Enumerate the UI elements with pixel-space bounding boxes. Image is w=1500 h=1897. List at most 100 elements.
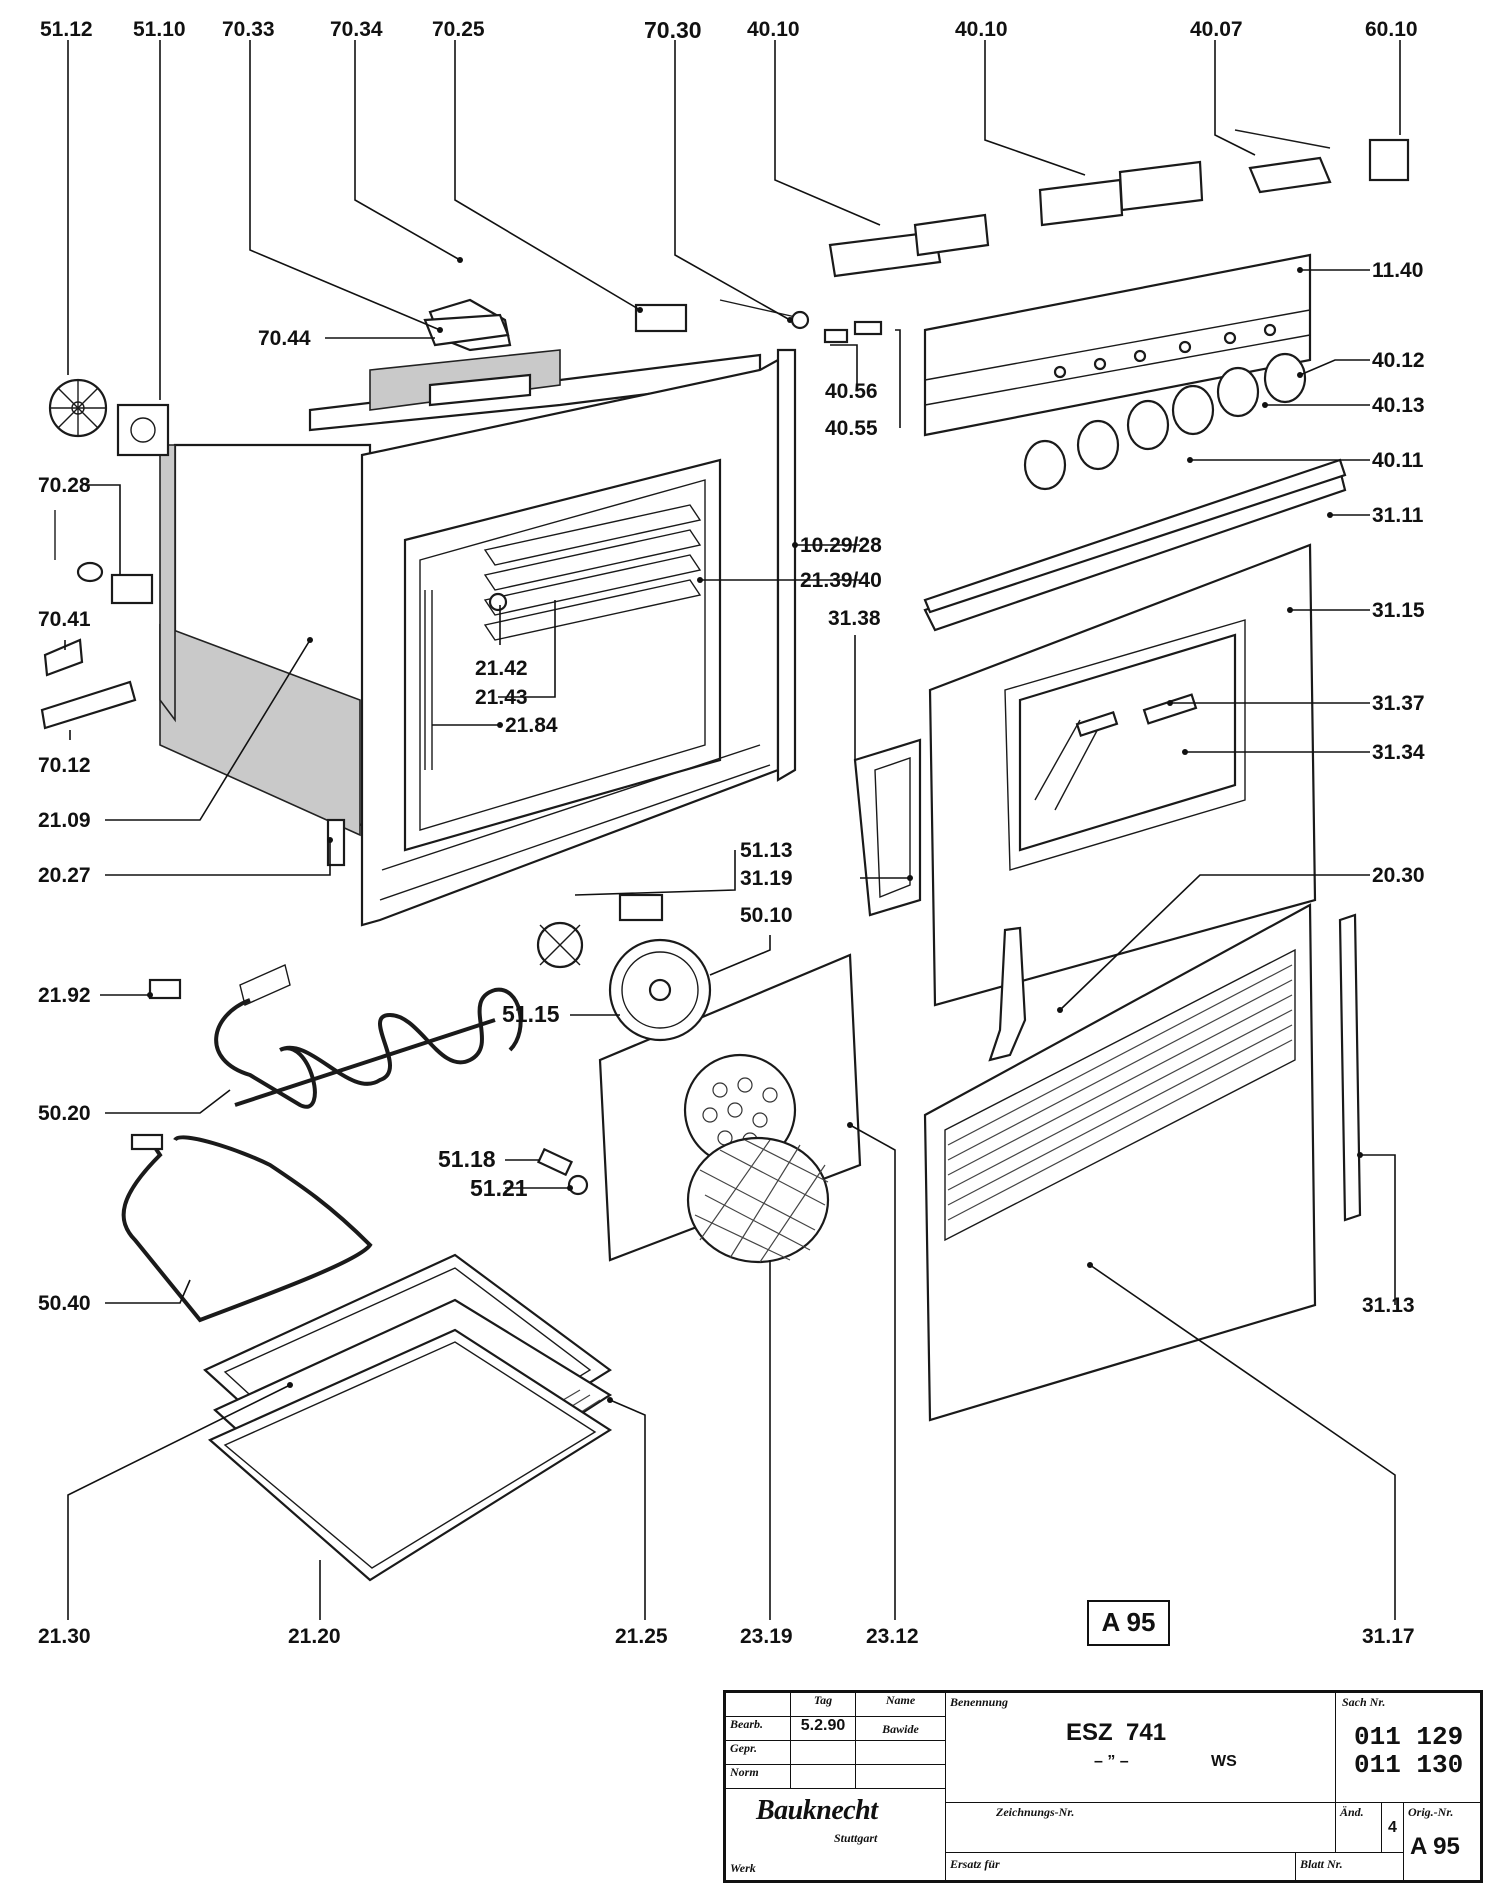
- tb-zeichnung: Zeichnungs-Nr.: [946, 1803, 1336, 1853]
- top-components: [423, 298, 883, 352]
- label-23-19: 23.19: [740, 1625, 793, 1648]
- label-31-17: 31.17: [1362, 1625, 1415, 1648]
- heating-elements: [121, 964, 523, 1323]
- label-21-09: 21.09: [38, 809, 91, 832]
- label-51-21: 51.21: [470, 1175, 528, 1201]
- label-50-20: 50.20: [38, 1102, 91, 1125]
- tb-sach-label: Sach Nr.: [1342, 1695, 1386, 1709]
- door-hinge: [988, 926, 1027, 1062]
- title-block: Tag Name Bearb. 5.2.90 Bawide Gepr. Norm…: [723, 1690, 1483, 1883]
- label-70-44: 70.44: [258, 327, 311, 350]
- label-50-40: 50.40: [38, 1292, 91, 1315]
- label-21-39-40: 21.39/40: [800, 569, 882, 592]
- tb-zeichnung-label: Zeichnungs-Nr.: [996, 1805, 1075, 1819]
- label-70-25: 70.25: [432, 18, 485, 41]
- brand-logo: Bauknecht: [756, 1795, 878, 1826]
- label-70-30: 70.30: [644, 17, 702, 43]
- label-40-12: 40.12: [1372, 349, 1425, 372]
- label-51-12: 51.12: [40, 18, 93, 41]
- control-panel: [923, 253, 1312, 491]
- label-21-43: 21.43: [475, 686, 528, 709]
- label-31-34: 31.34: [1372, 741, 1425, 764]
- label-70-12: 70.12: [38, 754, 91, 777]
- label-50-10: 50.10: [740, 904, 793, 927]
- label-20-30: 20.30: [1372, 864, 1425, 887]
- tb-variant-suffix: WS: [1211, 1753, 1237, 1770]
- tb-gepr-date: [791, 1741, 856, 1765]
- label-31-37: 31.37: [1372, 692, 1425, 715]
- fan-assembly: [536, 893, 712, 1042]
- tb-orig-value: A 95: [1410, 1833, 1460, 1860]
- tb-corner: [726, 1693, 791, 1717]
- tb-orig: Orig.-Nr. A 95: [1404, 1803, 1480, 1883]
- label-11-40: 11.40: [1372, 259, 1423, 282]
- label-40-10-a: 40.10: [747, 18, 800, 41]
- tb-col-name: Name: [856, 1693, 946, 1717]
- label-23-12: 23.12: [866, 1625, 919, 1648]
- label-40-11: 40.11: [1372, 449, 1424, 472]
- tb-aend-label: Änd.: [1340, 1805, 1364, 1819]
- label-70-41: 70.41: [38, 608, 91, 631]
- tb-ersatz: Ersatz für: [946, 1853, 1296, 1883]
- label-51-13: 51.13: [740, 839, 793, 862]
- tb-row-gepr: Gepr.: [726, 1741, 791, 1765]
- label-21-20: 21.20: [288, 1625, 341, 1648]
- label-31-15: 31.15: [1372, 599, 1425, 622]
- tb-gepr-name: [856, 1741, 946, 1765]
- trays: [203, 1253, 613, 1582]
- label-40-56: 40.56: [825, 380, 878, 403]
- tb-blatt-label: Blatt Nr.: [1300, 1857, 1343, 1871]
- label-10-29-28: 10.29/28: [800, 534, 882, 557]
- label-21-42: 21.42: [475, 657, 528, 680]
- oven-front-frame: [360, 348, 797, 927]
- tb-variant-ditto: – ” –: [1094, 1753, 1129, 1770]
- label-21-25: 21.25: [615, 1625, 668, 1648]
- tb-col-tag: Tag: [791, 1693, 856, 1717]
- label-31-19: 31.19: [740, 867, 793, 890]
- part-labels: 51.12 51.10 70.33 70.34 70.25 70.30 40.1…: [38, 17, 1425, 1648]
- tb-logo-area: Bauknecht Stuttgart Werk: [726, 1789, 946, 1883]
- label-70-28: 70.28: [38, 474, 91, 497]
- label-40-10-b: 40.10: [955, 18, 1008, 41]
- label-31-38: 31.38: [828, 607, 881, 630]
- label-40-07: 40.07: [1190, 18, 1243, 41]
- label-51-18: 51.18: [438, 1146, 496, 1172]
- label-20-27: 20.27: [38, 864, 91, 887]
- tb-benennung-label: Benennung: [950, 1695, 1009, 1709]
- tb-orig-label: Orig.-Nr.: [1408, 1805, 1454, 1819]
- tb-sach-nr: Sach Nr. 011 129 011 130: [1336, 1693, 1480, 1803]
- label-70-33: 70.33: [222, 18, 275, 41]
- label-21-92: 21.92: [38, 984, 91, 1007]
- tb-sach-nr-2: 011 130: [1354, 1750, 1464, 1780]
- tb-row-bearb: Bearb.: [726, 1717, 791, 1741]
- tb-aend: Änd.: [1336, 1803, 1382, 1853]
- fan-motor: [48, 378, 170, 457]
- tb-werk-label: Werk: [730, 1861, 756, 1875]
- tb-norm-name: [856, 1765, 946, 1789]
- label-31-11: 31.11: [1372, 504, 1424, 527]
- label-51-15: 51.15: [502, 1001, 560, 1027]
- tb-blatt: Blatt Nr.: [1296, 1853, 1404, 1883]
- tb-sach-nr-1: 011 129: [1354, 1722, 1464, 1752]
- label-51-10: 51.10: [133, 18, 186, 41]
- tb-norm-date: [791, 1765, 856, 1789]
- fan-cover-panel: [598, 953, 862, 1264]
- label-40-55: 40.55: [825, 417, 878, 440]
- label-21-30: 21.30: [38, 1625, 91, 1648]
- tb-aend-value: 4: [1382, 1803, 1404, 1853]
- label-21-84: 21.84: [505, 714, 558, 737]
- front-trim: [923, 903, 1362, 1422]
- tb-row-norm: Norm: [726, 1765, 791, 1789]
- tb-benennung: Benennung ESZ 741 – ” – WS: [946, 1693, 1336, 1803]
- oven-door: [853, 458, 1347, 1007]
- small-parts: [40, 510, 589, 1196]
- oven-outer-shell: [159, 349, 762, 837]
- tb-date: 5.2.90: [791, 1717, 856, 1741]
- label-40-13: 40.13: [1372, 394, 1425, 417]
- brand-city: Stuttgart: [834, 1831, 878, 1845]
- control-switches: [828, 129, 1410, 278]
- tb-model: ESZ 741: [1066, 1719, 1167, 1746]
- label-60-10: 60.10: [1365, 18, 1418, 41]
- label-70-34: 70.34: [330, 18, 383, 41]
